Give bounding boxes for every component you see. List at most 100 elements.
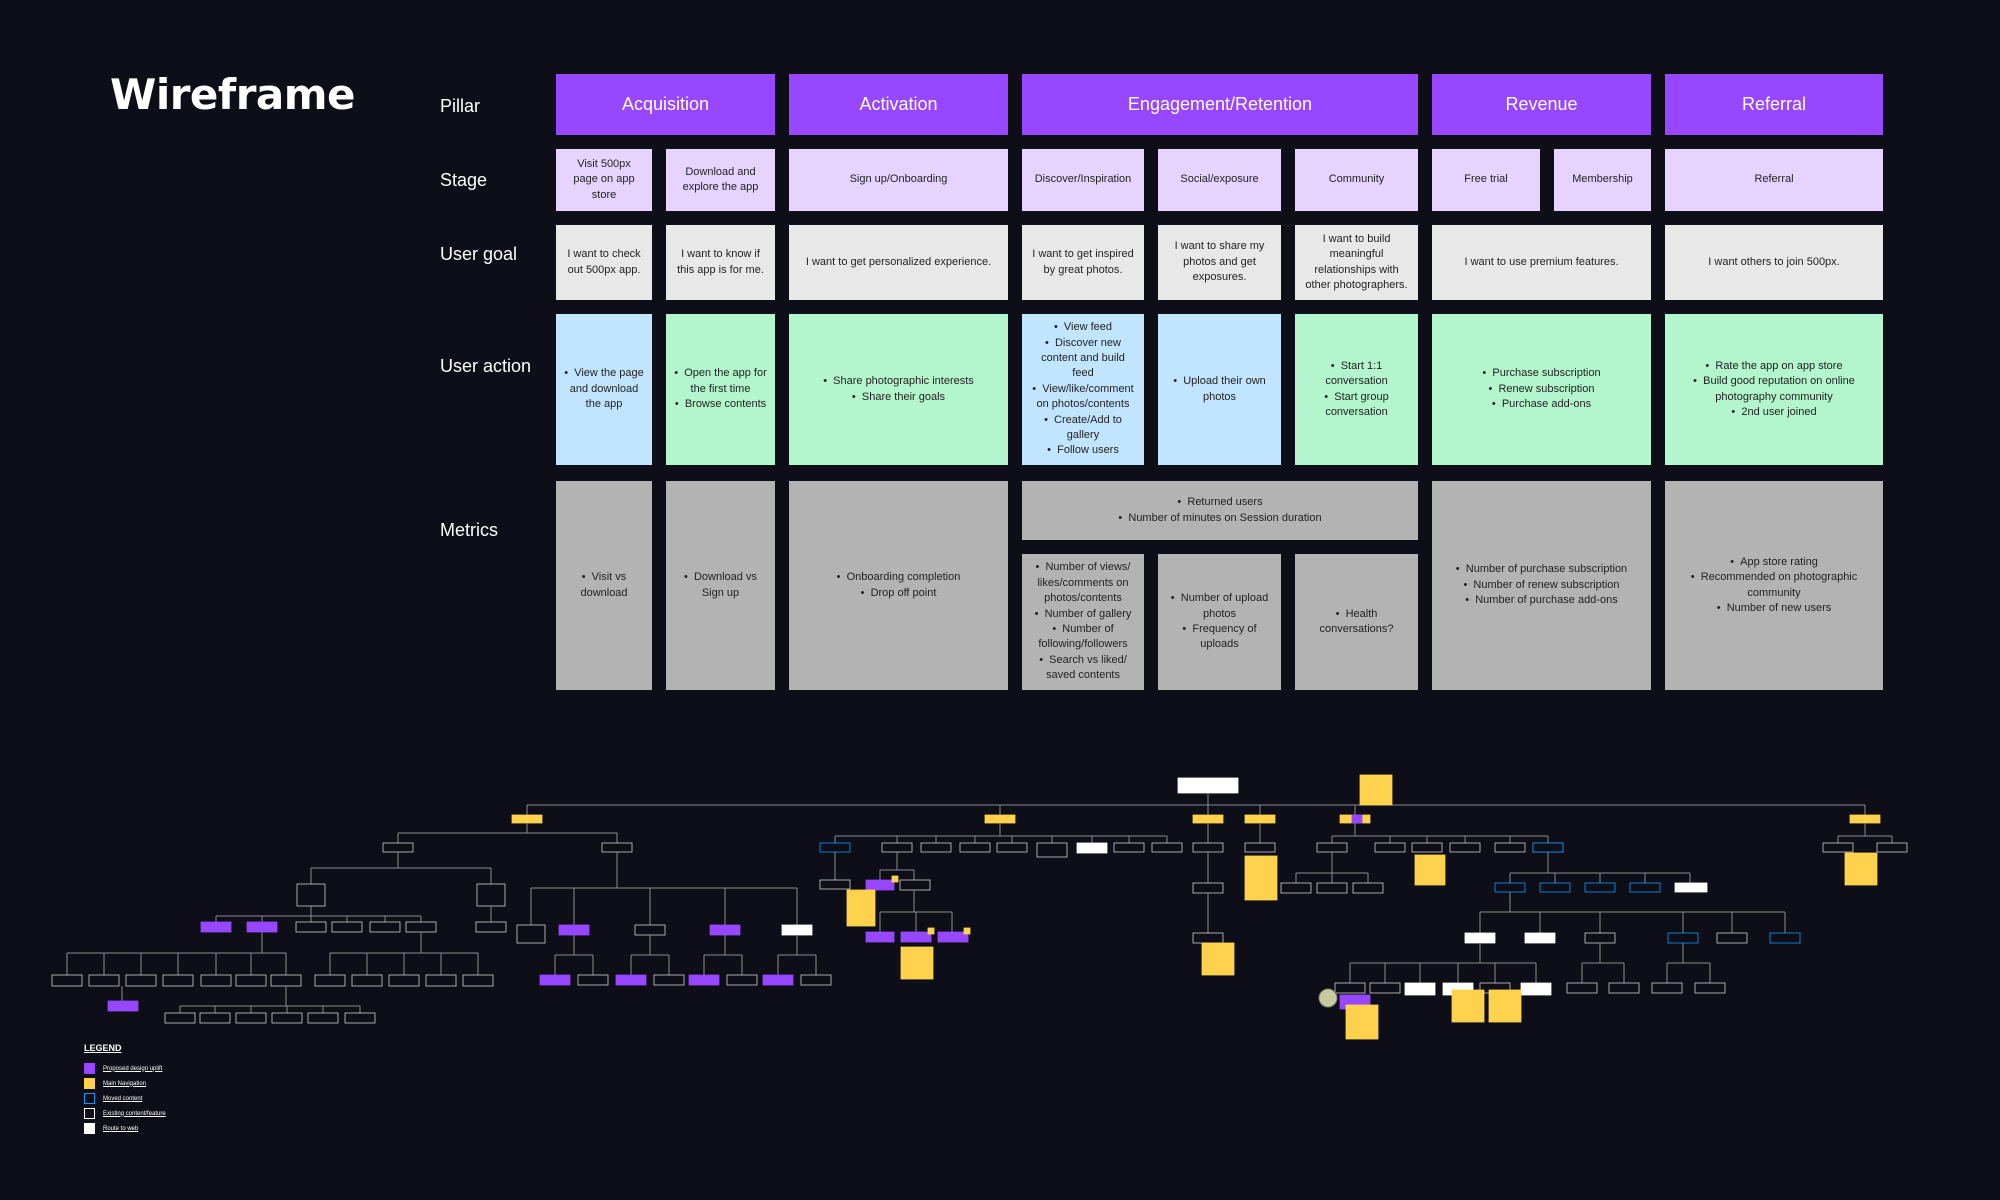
row-label-pillar: Pillar — [440, 96, 481, 116]
legend-swatch — [84, 1078, 95, 1089]
action-card: Upload their own photos — [1158, 314, 1281, 465]
tree-node — [344, 1012, 376, 1024]
pillar-activation: Activation — [789, 74, 1008, 135]
tree-node — [476, 883, 506, 907]
tree-node — [1151, 842, 1183, 853]
tree-node — [246, 921, 278, 933]
tree-node — [1411, 842, 1443, 853]
sticky-note — [1192, 814, 1224, 824]
tree-node — [539, 974, 571, 986]
action-card: Purchase subscriptionRenew subscriptionP… — [1432, 314, 1651, 465]
tree-node — [1566, 982, 1598, 994]
tree-node — [558, 924, 590, 936]
tree-node — [162, 974, 194, 987]
bullet-item: Number of renew subscription — [1456, 578, 1627, 593]
tree-node — [634, 924, 666, 936]
bullet-item: Purchase subscription — [1482, 366, 1600, 381]
bullet-item: Share photographic interests — [823, 374, 974, 389]
bullet-item: Visit vs download — [564, 570, 644, 601]
tree-node — [1520, 982, 1552, 996]
goal-card: I want to share my photos and get exposu… — [1158, 225, 1281, 300]
bullet-item: Search vs liked/ saved contents — [1030, 653, 1136, 684]
legend-swatch — [84, 1108, 95, 1119]
bullet-item: Number of gallery — [1030, 607, 1136, 622]
bullet-list: Number of upload photosFrequency of uplo… — [1166, 591, 1273, 653]
legend-item: Moved content — [84, 1093, 142, 1104]
tree-node — [1316, 842, 1348, 853]
tree-node — [1584, 882, 1616, 893]
action-card: View feedDiscover new content and build … — [1022, 314, 1144, 465]
bullet-list: Share photographic interestsShare their … — [823, 374, 974, 405]
tree-node — [1076, 842, 1108, 854]
bullet-list: View feedDiscover new content and build … — [1030, 320, 1136, 459]
tree-node — [1404, 982, 1436, 996]
bullet-item: Create/Add to gallery — [1030, 413, 1136, 444]
tree-node — [382, 842, 414, 853]
bullet-list: Upload their own photos — [1166, 374, 1273, 405]
tree-node — [653, 974, 685, 986]
pillar-engagement-retention: Engagement/Retention — [1022, 74, 1418, 135]
bullet-item: Open the app for the first time — [674, 366, 767, 397]
tree-node — [1177, 777, 1239, 794]
bullet-item: View the page and download the app — [564, 366, 644, 412]
tree-node — [1351, 814, 1363, 824]
tree-node — [1449, 842, 1481, 853]
tree-node — [271, 1012, 303, 1024]
metrics-card: Number of purchase subscriptionNumber of… — [1432, 481, 1651, 690]
sticky-note — [1345, 1004, 1379, 1040]
bullet-item: Number of new users — [1673, 601, 1875, 616]
tree-node — [1608, 982, 1640, 994]
tree-node — [1352, 882, 1384, 894]
metrics-card: Returned usersNumber of minutes on Sessi… — [1022, 481, 1418, 540]
sticky-note — [1201, 942, 1235, 976]
avatar — [1318, 988, 1338, 1008]
row-label-user-action: User action — [440, 356, 532, 376]
tree-node — [270, 974, 302, 987]
tree-node — [475, 921, 507, 933]
sticky-note — [511, 814, 543, 824]
bullet-item: Number of following/followers — [1030, 622, 1136, 653]
bullet-list: Purchase subscriptionRenew subscriptionP… — [1482, 366, 1600, 412]
sticky-note — [900, 946, 934, 980]
metrics-card: Onboarding completionDrop off point — [789, 481, 1008, 690]
bullet-list: Visit vs download — [564, 570, 644, 601]
tree-node — [199, 1012, 231, 1024]
bullet-item: Number of purchase subscription — [1456, 562, 1627, 577]
stage-card: Membership — [1554, 149, 1651, 211]
tree-node — [314, 974, 346, 987]
tree-node — [1716, 932, 1748, 944]
tree-node — [462, 974, 494, 987]
action-card: Start 1:1 conversationStart group conver… — [1295, 314, 1418, 465]
bullet-item: Start 1:1 conversation — [1303, 359, 1410, 390]
sticky-note — [1451, 989, 1485, 1023]
metrics-card: Number of upload photosFrequency of uplo… — [1158, 554, 1281, 690]
sticky-note — [927, 927, 935, 935]
bullet-item: Frequency of uploads — [1166, 622, 1273, 653]
tree-node — [819, 842, 851, 853]
tree-node — [1667, 932, 1699, 944]
bullet-item: Renew subscription — [1482, 382, 1600, 397]
action-card: View the page and download the app — [556, 314, 652, 465]
tree-node — [1036, 842, 1068, 858]
bullet-item: Follow users — [1030, 443, 1136, 458]
pillar-referral: Referral — [1665, 74, 1883, 135]
goal-card: I want to check out 500px app. — [556, 225, 652, 300]
legend-label: Proposed design uplift — [103, 1065, 163, 1072]
goal-card: I want to use premium features. — [1432, 225, 1651, 300]
tree-node — [1822, 842, 1854, 853]
page-title: Wireframe — [110, 70, 356, 119]
metrics-card: App store ratingRecommended on photograp… — [1665, 481, 1883, 690]
goal-card: I want others to join 500px. — [1665, 225, 1883, 300]
tree-node — [1651, 982, 1683, 994]
row-label-metrics: Metrics — [440, 520, 498, 540]
tree-node — [296, 883, 326, 907]
tree-node — [200, 974, 232, 987]
legend-title: LEGEND — [84, 1043, 122, 1053]
sticky-note — [891, 875, 899, 883]
tree-node — [331, 921, 363, 933]
tree-node — [577, 974, 609, 986]
legend-item: Route to web — [84, 1123, 138, 1134]
tree-node — [295, 921, 327, 933]
tree-node — [688, 974, 720, 986]
